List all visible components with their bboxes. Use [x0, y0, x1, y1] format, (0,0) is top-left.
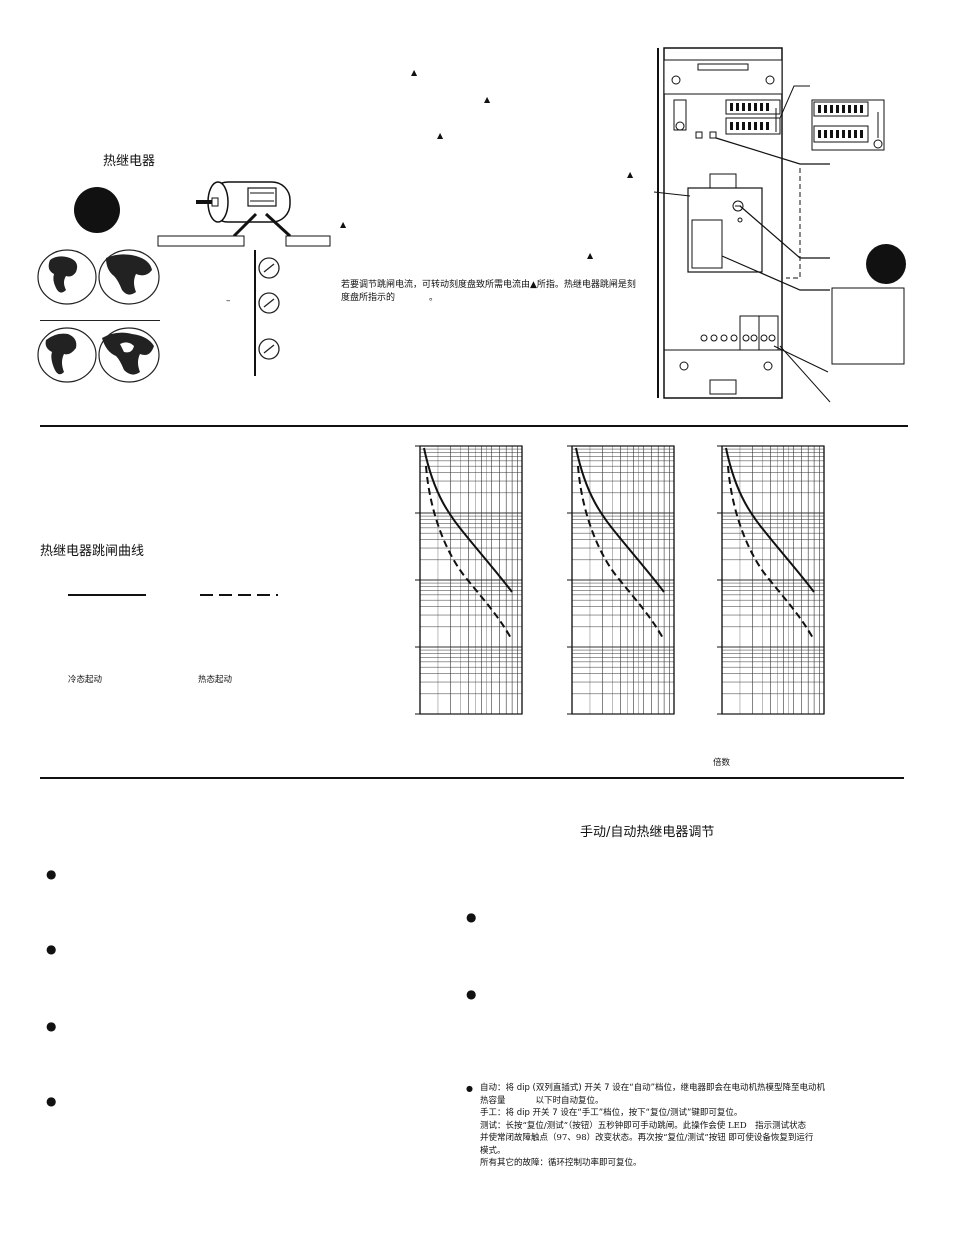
legend-hot-label: 热态起动 — [198, 675, 233, 685]
section2-title: 热继电器跳闸曲线 — [40, 544, 145, 559]
bullet-right-1: ● — [466, 910, 477, 924]
test-line-1: 测试：长按“复位/测试”（按钮）五秒钟即可手动跳闸。此操作会使 LED 指示测试… — [480, 1120, 807, 1131]
map-divider — [40, 320, 160, 321]
section-divider-2 — [40, 777, 904, 779]
triangle-marker-4: ▲ — [627, 170, 634, 179]
test-line-2: 并使常闭故障触点（97、98）改变状态。再次按“复位/测试”按钮 即可使设备恢复… — [480, 1133, 814, 1143]
triangle-marker-5: ▲ — [340, 220, 347, 229]
triangle-marker-3: ▲ — [437, 131, 444, 140]
other-faults-line: 所有其它的故障：循环控制功率即可复位。 — [480, 1158, 642, 1168]
hot-start-curve — [577, 465, 665, 641]
cold-start-curve — [423, 447, 513, 593]
triangle-marker-6: ▲ — [587, 251, 594, 260]
world-map-top — [37, 249, 160, 305]
hot-start-curve — [425, 465, 513, 641]
grid-lines — [717, 445, 825, 715]
dial-illustration — [157, 181, 331, 247]
starter-device-diagram — [653, 47, 906, 403]
dial-icon-2 — [258, 292, 280, 314]
section-divider-1 — [40, 425, 908, 427]
trip-curve-panel-2 — [567, 445, 675, 715]
test-line-3: 模式。 — [480, 1145, 506, 1156]
bullet-left-1: ● — [46, 867, 57, 881]
marker-dot-left — [74, 187, 120, 233]
triangle-marker-2: ▲ — [484, 95, 491, 104]
grid-lines — [415, 445, 523, 715]
section3-title: 手动/自动热继电器调节 — [580, 825, 715, 840]
x-axis-label: 倍数 — [713, 758, 731, 768]
bullet-left-2: ● — [46, 942, 57, 956]
world-map-bottom — [37, 327, 160, 383]
bullet-left-3: ● — [46, 1019, 57, 1033]
trip-curve-panel-1 — [415, 445, 523, 715]
dial-icon-1 — [258, 257, 280, 279]
dial-icon-3 — [258, 338, 280, 360]
bullet-left-4: ● — [46, 1094, 57, 1108]
bullet-right-3: ● — [466, 1084, 473, 1093]
dash-mark: – — [226, 296, 231, 306]
legend-dashed-line — [200, 594, 278, 596]
bullet-right-2: ● — [466, 987, 477, 1001]
dial-column-line — [254, 250, 256, 376]
section1-title: 热继电器 — [103, 154, 156, 169]
reset-modes-paragraph: 自动：将 dip (双列直插式) 开关 7 设在“自动”档位，继电器即会在电动机… — [480, 1082, 905, 1170]
auto-line-1: 自动：将 dip (双列直插式) 开关 7 设在“自动”档位，继电器即会在电动机… — [480, 1083, 826, 1093]
adjust-line-1: 若要调节跳闸电流，可转动刻度盘致所需电流由▲所指。热继电器跳闸是刻 — [341, 280, 636, 290]
adjust-paragraph: 若要调节跳闸电流，可转动刻度盘致所需电流由▲所指。热继电器跳闸是刻 度盘所指示的… — [341, 279, 661, 305]
triangle-marker-1: ▲ — [411, 68, 418, 77]
hot-start-curve — [727, 465, 815, 641]
cold-start-curve — [725, 447, 815, 593]
legend-cold-label: 冷态起动 — [68, 675, 103, 685]
adjust-line-2: 度盘所指示的。 — [341, 293, 439, 303]
manual-line: 手工：将 dip 开关 7 设在“手工”档位，按下“复位/测试”键即可复位。 — [480, 1108, 743, 1118]
auto-line-2: 热容量以下时自动复位。 — [480, 1095, 604, 1106]
cold-start-curve — [575, 447, 665, 593]
trip-curve-panel-3 — [717, 445, 825, 715]
grid-lines — [567, 445, 675, 715]
legend-solid-line — [68, 594, 146, 596]
